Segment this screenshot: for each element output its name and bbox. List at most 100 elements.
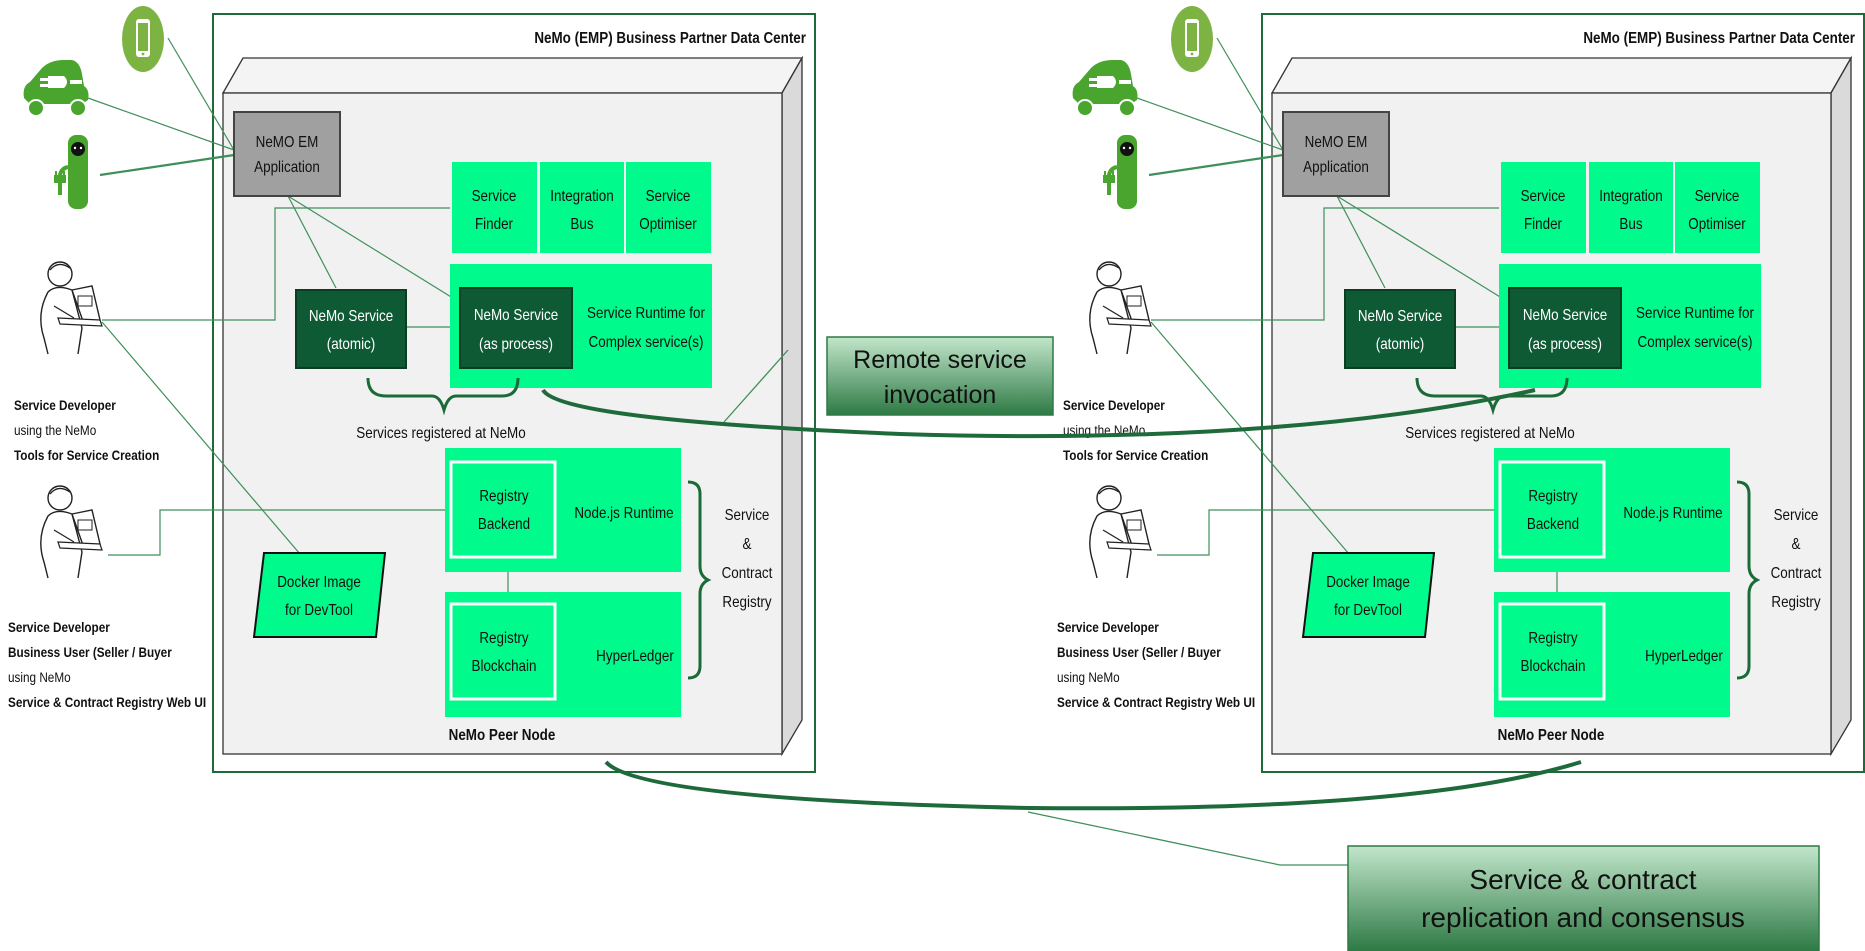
- developer-2-webui: Service & Contract Registry Web UI: [8, 694, 206, 710]
- service-contract-registry-label-line-2: &: [743, 536, 752, 553]
- registry-backend-label-line-1: Registry: [1528, 488, 1578, 505]
- developer-1-using-line-1: using the NeMo: [14, 422, 96, 438]
- service-contract-registry-label-line-4: Registry: [722, 594, 772, 611]
- developer-2-using-line-1: using NeMo: [1057, 669, 1120, 685]
- remote-invocation-callout: [826, 336, 1054, 416]
- developer-2-using-line-1: using NeMo: [8, 669, 71, 685]
- person-icon-keyboard: [57, 541, 103, 551]
- nodejs-runtime-label: Node.js Runtime: [1623, 505, 1722, 522]
- registry-blockchain-label-line-1: Registry: [1528, 630, 1578, 647]
- integration-bus-label-line-1: Integration: [1599, 188, 1662, 205]
- docker-image-label-line-2: for DevTool: [285, 602, 353, 619]
- service-runtime-label-line-2: Complex service(s): [589, 334, 704, 351]
- person-icon-keyboard: [1106, 317, 1152, 327]
- developer-1-using: using the NeMo: [14, 422, 96, 438]
- registry-blockchain-label-line-1: Registry: [479, 630, 529, 647]
- car-icon-pin-1: [40, 78, 48, 81]
- person-icon-head: [1096, 485, 1122, 511]
- car-icon-wheel-front: [27, 99, 45, 117]
- registry-backend-label-line-2: Backend: [478, 516, 530, 533]
- car-to-app-line: [1136, 97, 1284, 151]
- registry-backend-label-line-1: Registry: [479, 488, 529, 505]
- electric-car-icon: [23, 60, 89, 117]
- em-application-label-line-1: NeMO EM: [256, 134, 319, 151]
- service-optimiser-box: [626, 162, 711, 253]
- replication-text-line-1: Service & contract: [1469, 864, 1696, 895]
- service-finder-label-line-2: Finder: [475, 216, 513, 233]
- developer-2-title: Service Developer: [8, 619, 110, 635]
- phone-icon-screen: [1187, 23, 1197, 51]
- charger-icon-plug: [54, 175, 66, 183]
- peer-node-label: NeMo Peer Node: [449, 727, 556, 744]
- em-application-box: [233, 111, 341, 197]
- data-center-panel-1: NeMo (EMP) Business Partner Data CenterN…: [8, 6, 816, 773]
- registry-blockchain-label-line-2: Blockchain: [1521, 658, 1586, 675]
- developer-1-title-line-1: Service Developer: [1063, 397, 1165, 413]
- integration-bus-label-line-1: Integration: [550, 188, 613, 205]
- service-contract-registry-label-line-1: Service: [725, 507, 770, 524]
- person-icon-laptop-window: [1126, 519, 1142, 531]
- developer-1-tools-line-1: Tools for Service Creation: [1063, 447, 1208, 463]
- charger-icon-plug: [1103, 175, 1115, 183]
- service-runtime-label-line-2: Complex service(s): [1638, 334, 1753, 351]
- services-brace: [366, 377, 520, 416]
- docker-image-box: [252, 552, 387, 638]
- nemo-service-atomic-label-line-1: NeMo Service: [309, 308, 393, 325]
- car-icon-plug: [1097, 76, 1116, 88]
- service-finder-label-line-1: Service: [1521, 188, 1566, 205]
- charger-icon-display: [1120, 142, 1134, 156]
- nemo-service-process-label-line-2: (as process): [1528, 336, 1602, 353]
- person-icon-arm: [53, 305, 75, 319]
- developer-1-icon: [40, 261, 103, 355]
- server-box-side: [1830, 55, 1852, 757]
- service-finder-label-line-2: Finder: [1524, 216, 1562, 233]
- registry-backend-label-line-2: Backend: [1527, 516, 1579, 533]
- data-center-label-line-1: NeMo (EMP) Business Partner Data Center: [1583, 30, 1855, 47]
- em-application-label-line-2: Application: [254, 159, 320, 176]
- service-contract-registry-label-line-1: Service: [1774, 507, 1819, 524]
- charger-to-app-line: [1148, 153, 1284, 177]
- nodejs-runtime-label-line-1: Node.js Runtime: [574, 505, 673, 522]
- service-finder-box: [452, 162, 537, 253]
- hyperledger-label: HyperLedger: [1645, 648, 1723, 665]
- developer-1-tools: Tools for Service Creation: [14, 447, 159, 463]
- developer-1-tools-line-1: Tools for Service Creation: [14, 447, 159, 463]
- developer-1-title: Service Developer: [14, 397, 116, 413]
- data-center-label-line-1: NeMo (EMP) Business Partner Data Center: [534, 30, 806, 47]
- app-to-process-line: [1336, 195, 1506, 301]
- car-icon-plug: [48, 76, 67, 88]
- person-icon-keyboard: [57, 317, 103, 327]
- remote-invocation-curve: [541, 388, 1536, 439]
- integration-bus-box: [540, 162, 624, 253]
- nemo-service-atomic-label-line-1: NeMo Service: [1358, 308, 1442, 325]
- charging-station-icon: [1103, 135, 1137, 209]
- developer2-to-registry-line: [1157, 509, 1499, 556]
- data-center-label: NeMo (EMP) Business Partner Data Center: [534, 30, 806, 47]
- remote-invocation-text-line-1: Remote service: [853, 346, 1027, 374]
- em-application-box: [1282, 111, 1390, 197]
- remote-callout-pointer: [723, 349, 789, 423]
- charger-icon-eye-l: [73, 146, 77, 150]
- server-box-side: [781, 55, 803, 757]
- car-icon-wheel-rear: [1118, 99, 1136, 117]
- nemo-service-atomic-box: [295, 289, 407, 369]
- developer-2-role: Business User (Seller / Buyer: [8, 644, 172, 660]
- person-icon-arm: [1102, 305, 1124, 319]
- service-optimiser-label-line-1: Service: [1695, 188, 1740, 205]
- nemo-service-process-label-line-1: NeMo Service: [474, 307, 558, 324]
- developer-2-title-line-1: Service Developer: [1057, 619, 1159, 635]
- phone-to-app-line: [167, 37, 235, 151]
